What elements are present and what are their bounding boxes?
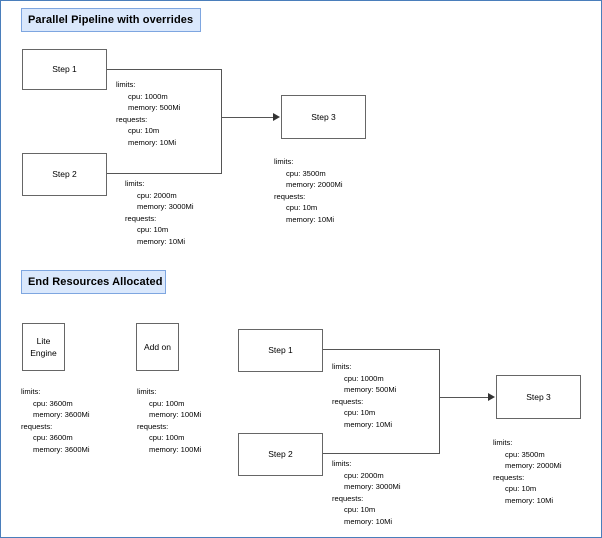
spec-top-step-1: limits: cpu: 1000m memory: 500Mi request…: [116, 79, 180, 149]
spec-limits-cpu: cpu: 3600m: [33, 398, 73, 408]
spec-limits-memory: memory: 3000Mi: [344, 482, 401, 492]
spec-requests-memory: memory: 10Mi: [505, 495, 554, 505]
spec-limits-label: limits:: [21, 387, 41, 396]
spec-requests-memory: memory: 10Mi: [344, 516, 393, 526]
spec-top-step-3: limits: cpu: 3500m memory: 2000Mi reques…: [274, 156, 343, 226]
connector-bottom-merge-vertical: [439, 349, 440, 454]
spec-limits-memory: memory: 100Mi: [149, 410, 202, 420]
spec-limits-cpu: cpu: 1000m: [344, 373, 384, 383]
spec-limits-memory: memory: 2000Mi: [286, 180, 343, 190]
spec-requests-cpu: cpu: 10m: [505, 484, 537, 494]
spec-limits-cpu: cpu: 100m: [149, 398, 185, 408]
spec-bottom-step-3: limits: cpu: 3500m memory: 2000Mi reques…: [493, 437, 562, 507]
spec-requests-cpu: cpu: 10m: [128, 126, 160, 136]
section-title-parallel-pipeline: Parallel Pipeline with overrides: [21, 8, 201, 32]
connector-top-step1-to-merge: [107, 69, 221, 70]
spec-requests-cpu: cpu: 10m: [344, 408, 376, 418]
connector-top-step2-to-merge: [107, 173, 221, 174]
spec-requests-memory: memory: 10Mi: [344, 419, 393, 429]
spec-lite-engine: limits: cpu: 3600m memory: 3600Mi reques…: [21, 386, 90, 456]
arrow-head-icon-bottom: [488, 393, 495, 401]
spec-requests-label: requests:: [332, 493, 364, 503]
spec-requests-label: requests:: [332, 396, 364, 406]
spec-limits-memory: memory: 500Mi: [128, 103, 181, 113]
spec-limits-memory: memory: 2000Mi: [505, 461, 562, 471]
spec-requests-label: requests:: [125, 213, 157, 223]
spec-requests-memory: memory: 10Mi: [286, 214, 335, 224]
spec-requests-label: requests:: [137, 421, 169, 431]
spec-requests-label: requests:: [21, 421, 53, 431]
node-bottom-step-1[interactable]: Step 1: [238, 329, 323, 372]
spec-top-step-2: limits: cpu: 2000m memory: 3000Mi reques…: [125, 178, 194, 248]
arrow-head-icon-top: [273, 113, 280, 121]
node-top-step-3[interactable]: Step 3: [281, 95, 366, 139]
spec-requests-memory: memory: 100Mi: [149, 444, 202, 454]
node-bottom-step-3[interactable]: Step 3: [496, 375, 581, 419]
spec-bottom-step-2: limits: cpu: 2000m memory: 3000Mi reques…: [332, 458, 401, 528]
spec-limits-cpu: cpu: 1000m: [128, 91, 168, 101]
spec-limits-label: limits:: [493, 438, 513, 447]
connector-top-merge-vertical: [221, 69, 222, 174]
spec-requests-label: requests:: [274, 191, 306, 201]
spec-requests-memory: memory: 3600Mi: [33, 444, 90, 454]
spec-limits-label: limits:: [137, 387, 157, 396]
spec-limits-memory: memory: 500Mi: [344, 385, 397, 395]
spec-limits-label: limits:: [125, 179, 145, 188]
connector-bottom-merge-to-step3: [439, 397, 489, 398]
spec-requests-cpu: cpu: 10m: [344, 505, 376, 515]
spec-add-on: limits: cpu: 100m memory: 100Mi requests…: [137, 386, 201, 456]
spec-limits-label: limits:: [332, 362, 352, 371]
spec-requests-label: requests:: [493, 472, 525, 482]
spec-requests-cpu: cpu: 10m: [286, 203, 318, 213]
spec-requests-cpu: cpu: 100m: [149, 433, 185, 443]
node-bottom-step-2[interactable]: Step 2: [238, 433, 323, 476]
spec-limits-cpu: cpu: 2000m: [137, 190, 177, 200]
connector-bottom-step2-to-merge: [323, 453, 439, 454]
spec-requests-label: requests:: [116, 114, 148, 124]
section-title-end-resources-allocated: End Resources Allocated: [21, 270, 166, 294]
spec-limits-cpu: cpu: 3500m: [286, 168, 326, 178]
spec-limits-label: limits:: [274, 157, 294, 166]
spec-bottom-step-1: limits: cpu: 1000m memory: 500Mi request…: [332, 361, 396, 431]
spec-limits-label: limits:: [332, 459, 352, 468]
spec-requests-memory: memory: 10Mi: [128, 137, 177, 147]
spec-requests-memory: memory: 10Mi: [137, 236, 186, 246]
node-lite-engine[interactable]: Lite Engine: [22, 323, 65, 371]
spec-limits-cpu: cpu: 2000m: [344, 470, 384, 480]
spec-requests-cpu: cpu: 10m: [137, 225, 169, 235]
spec-requests-cpu: cpu: 3600m: [33, 433, 73, 443]
connector-top-merge-to-step3: [221, 117, 274, 118]
node-add-on[interactable]: Add on: [136, 323, 179, 371]
spec-limits-label: limits:: [116, 80, 136, 89]
node-top-step-2[interactable]: Step 2: [22, 153, 107, 196]
connector-bottom-step1-to-merge: [323, 349, 439, 350]
spec-limits-memory: memory: 3000Mi: [137, 202, 194, 212]
spec-limits-memory: memory: 3600Mi: [33, 410, 90, 420]
node-top-step-1[interactable]: Step 1: [22, 49, 107, 90]
spec-limits-cpu: cpu: 3500m: [505, 449, 545, 459]
